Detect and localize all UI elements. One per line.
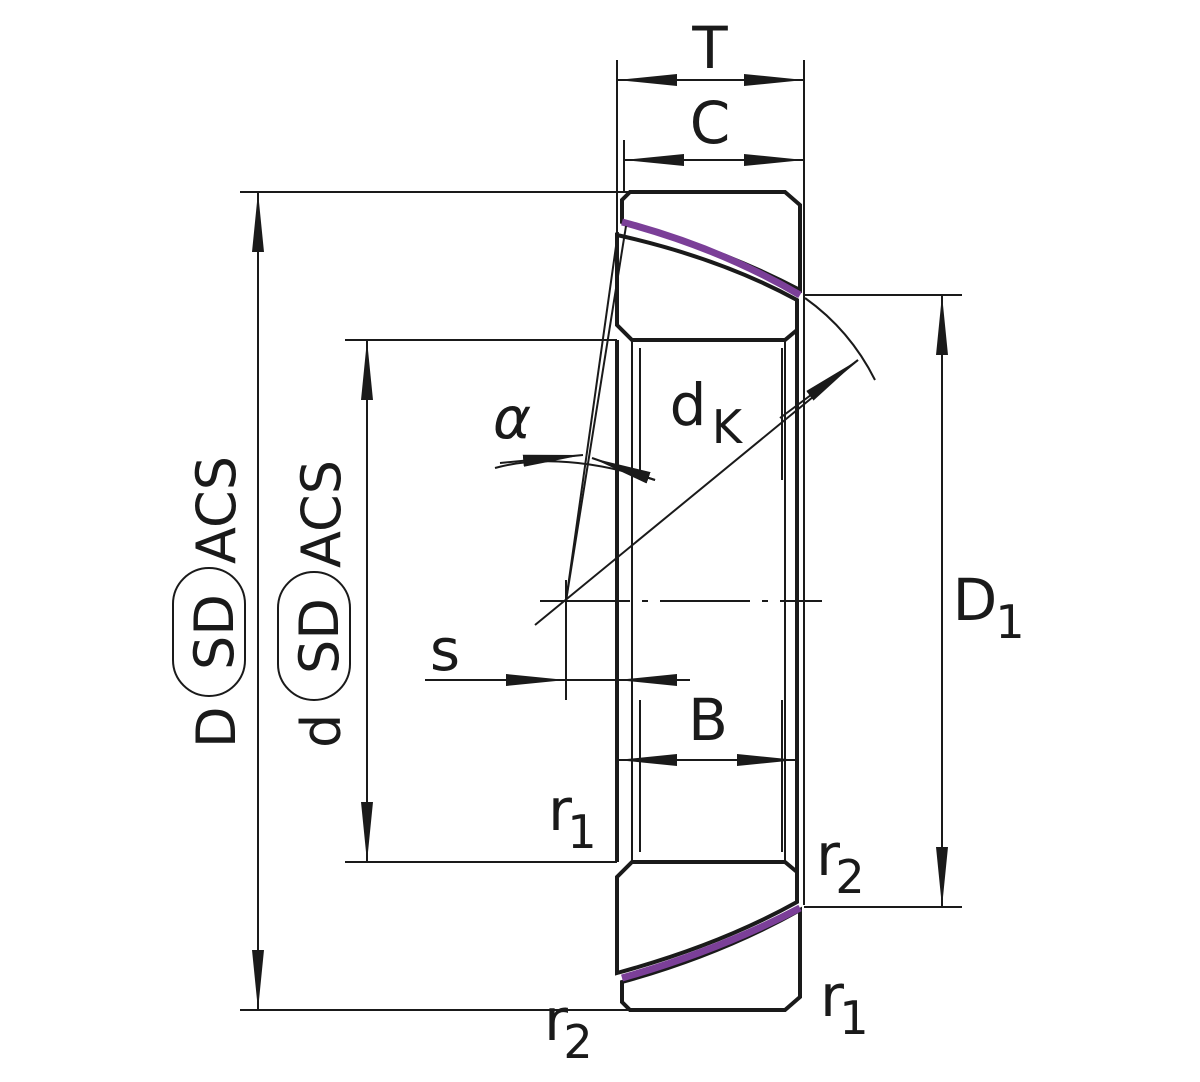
tolerance-outer-suffix: ACS xyxy=(185,456,248,564)
label-D1: D 1 xyxy=(953,566,1025,649)
extension-lines xyxy=(240,60,962,1011)
label-r2-lower: r 2 xyxy=(544,986,593,1069)
tolerance-outer-letter: D xyxy=(185,706,248,748)
dimension-arrows xyxy=(252,74,948,1010)
label-r1-upper-main: r xyxy=(548,776,572,844)
label-D1-sub: 1 xyxy=(995,595,1024,649)
label-r2-lower-sub: 2 xyxy=(563,1015,592,1069)
tolerance-inner-suffix: ACS xyxy=(290,460,353,568)
label-alpha: α xyxy=(493,384,531,452)
label-T: T xyxy=(691,14,728,82)
tolerance-outer-badge-frame xyxy=(172,567,246,697)
label-dK-main: d xyxy=(670,371,707,439)
label-r1-lower-sub: 1 xyxy=(839,991,868,1045)
label-r1-upper: r 1 xyxy=(548,776,597,859)
inner-ring-lower-section xyxy=(615,860,799,976)
tolerance-inner-letter: d xyxy=(290,714,353,748)
sliding-layer-lower xyxy=(621,904,802,982)
label-r2-upper-main: r xyxy=(816,821,840,889)
tolerance-outer-badge: SD xyxy=(183,594,246,670)
tolerance-inner-badge: SD xyxy=(288,598,351,674)
label-B: B xyxy=(688,686,728,754)
label-r1-lower-main: r xyxy=(820,962,844,1030)
label-C: C xyxy=(690,89,731,157)
tolerance-label-outer: D SD ACS xyxy=(172,456,248,748)
tolerance-inner-badge-frame xyxy=(277,571,351,701)
inner-ring-upper-section xyxy=(615,232,799,342)
label-r2-upper: r 2 xyxy=(816,821,865,904)
label-s: s xyxy=(430,616,460,684)
label-dK-sub: K xyxy=(712,400,744,454)
label-dK: d K xyxy=(670,371,744,454)
label-r1-upper-sub: 1 xyxy=(567,805,596,859)
label-D1-main: D xyxy=(953,566,998,634)
tolerance-label-inner: d SD ACS xyxy=(277,460,353,748)
label-r1-lower: r 1 xyxy=(820,962,869,1045)
bore-lines xyxy=(615,300,805,905)
label-r2-lower-main: r xyxy=(544,986,568,1054)
sliding-layer-upper xyxy=(621,218,802,299)
label-r2-upper-sub: 2 xyxy=(835,850,864,904)
